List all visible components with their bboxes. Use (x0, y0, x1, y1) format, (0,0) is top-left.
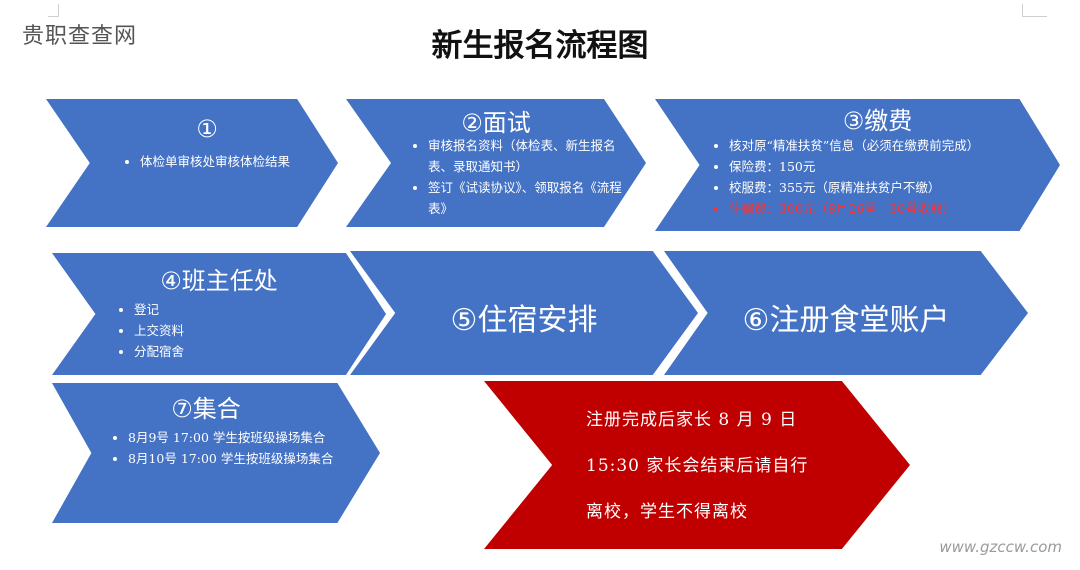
page-title: 新生报名流程图 (431, 28, 649, 64)
notice-arrow: 注册完成后家长 8 月 9 日 15:30 家长会结束后请自行 离校，学生不得离… (484, 381, 910, 549)
list-item: 校服费：355元（原精准扶贫户不缴） (729, 177, 1049, 198)
list-item: 8月10号 17:00 学生按班级操场集合 (128, 448, 348, 469)
list-item: 签订《试读协议》、领取报名《流程表》 (428, 177, 628, 219)
notice-line: 注册完成后家长 8 月 9 日 (586, 410, 798, 430)
step-5-arrow: ⑤住宿安排 (350, 251, 698, 375)
list-item: 审核报名资料（体检表、新生报名表、录取通知书） (428, 135, 628, 177)
list-item: 8月9号 17:00 学生按班级操场集合 (128, 427, 348, 448)
list-item: 核对原“精准扶贫”信息（必须在缴费前完成） (729, 135, 1049, 156)
step-7-arrow: ⑦集合 8月9号 17:00 学生按班级操场集合 8月10号 17:00 学生按… (52, 383, 380, 523)
notice-line: 离校，学生不得离校 (586, 502, 748, 522)
step-1-heading: ① (196, 115, 218, 143)
watermark-bottom: www.gzccw.com (939, 538, 1062, 556)
corner-mark-right (1022, 4, 1047, 17)
step-2-heading: ②面试 (461, 109, 531, 137)
step-3-list: 核对原“精准扶贫”信息（必须在缴费前完成） 保险费：150元 校服费：355元（… (715, 135, 1049, 219)
step-4-arrow: ④班主任处 登记 上交资料 分配宿舍 (52, 253, 386, 375)
watermark-top: 贵职查查网 (22, 24, 138, 49)
list-item: 登记 (134, 299, 284, 320)
list-item: 保险费：150元 (729, 156, 1049, 177)
list-item: 体检单审核处审核体检结果 (140, 151, 338, 172)
notice-text: 注册完成后家长 8 月 9 日 15:30 家长会结束后请自行 离校，学生不得离… (586, 397, 866, 535)
step-1-list: 体检单审核处审核体检结果 (126, 151, 338, 172)
step-3-heading: ③缴费 (842, 107, 913, 135)
step-2-list: 审核报名资料（体检表、新生报名表、录取通知书） 签订《试读协议》、领取报名《流程… (414, 135, 628, 219)
notice-line: 15:30 家长会结束后请自行 (586, 456, 809, 476)
step-3-arrow: ③缴费 核对原“精准扶贫”信息（必须在缴费前完成） 保险费：150元 校服费：3… (655, 99, 1060, 231)
step-1-arrow: ① 体检单审核处审核体检结果 (46, 99, 338, 227)
step-6-arrow: ⑥注册食堂账户 (664, 251, 1028, 375)
list-item: 上交资料 (134, 320, 284, 341)
step-6-heading: ⑥注册食堂账户 (742, 303, 950, 338)
list-item-highlighted: 住宿费：300元（8月26号—30号收取） (729, 198, 1049, 219)
step-4-list: 登记 上交资料 分配宿舍 (120, 299, 284, 362)
list-item: 分配宿舍 (134, 341, 284, 362)
step-4-heading: ④班主任处 (160, 267, 278, 295)
step-7-heading: ⑦集合 (171, 395, 241, 423)
step-7-list: 8月9号 17:00 学生按班级操场集合 8月10号 17:00 学生按班级操场… (114, 427, 348, 469)
step-5-heading: ⑤住宿安排 (450, 303, 598, 338)
step-2-arrow: ②面试 审核报名资料（体检表、新生报名表、录取通知书） 签订《试读协议》、领取报… (346, 99, 646, 227)
corner-mark-left (48, 4, 59, 17)
